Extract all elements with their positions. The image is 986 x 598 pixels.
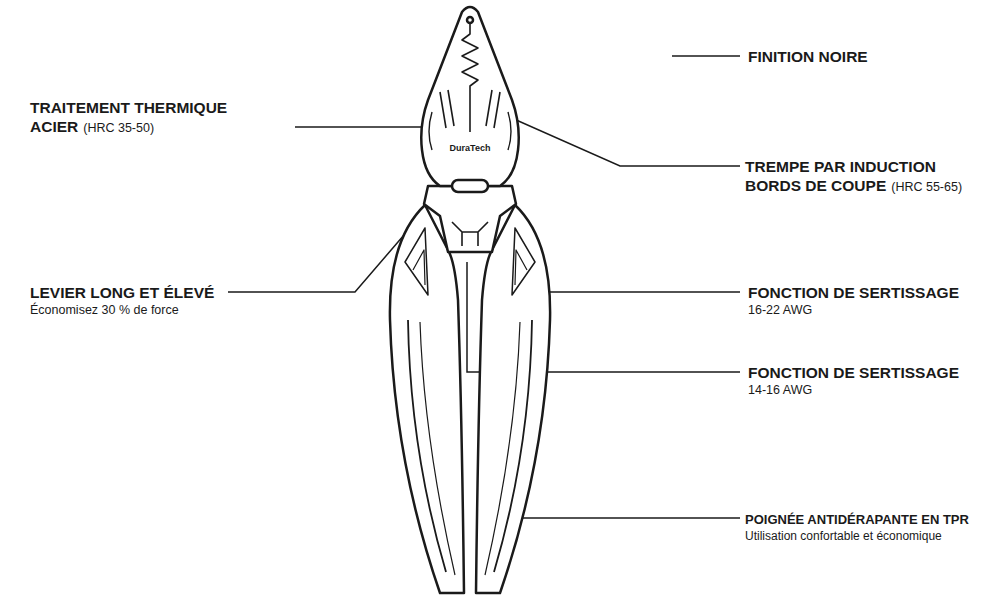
brand-logo: DuraTech	[450, 143, 491, 153]
callout-label: FINITION NOIRE	[748, 47, 868, 66]
callout-label: LEVIER LONG ET ÉLEVÉÉconomisez 30 % de f…	[30, 283, 214, 319]
callout-label: POIGNÉE ANTIDÉRAPANTE EN TPRUtilisation …	[745, 509, 969, 545]
feature-title: FONCTION DE SERTISSAGE	[748, 284, 959, 301]
jaw-head	[421, 7, 519, 186]
grip-inlay	[485, 322, 520, 575]
leader-line	[295, 126, 440, 128]
jaw-serration	[462, 24, 478, 132]
left-handle	[390, 205, 464, 593]
grip-inlay	[408, 320, 446, 572]
feature-title: FONCTION DE SERTISSAGE	[748, 364, 959, 381]
grip-mark	[405, 228, 428, 295]
tip-hole	[467, 17, 473, 23]
grip-inlay	[494, 320, 532, 572]
handle-outline	[390, 205, 464, 593]
jaw-groove	[440, 90, 500, 128]
leader-line	[498, 112, 740, 166]
leader-line	[672, 55, 740, 57]
grip-mark	[413, 250, 425, 285]
wire-gauge: 16-22 AWG	[748, 302, 959, 319]
callout-label: DuraTech	[450, 136, 491, 157]
wire-gauge: 14-16 AWG	[748, 382, 959, 399]
crimp-section	[424, 186, 516, 252]
hardness-spec: (HRC 35-50)	[83, 121, 154, 135]
callout-label: FONCTION DE SERTISSAGE14-16 AWG	[748, 363, 959, 399]
crimp-notch	[452, 222, 488, 246]
hardness-spec: (HRC 55-65)	[891, 180, 962, 194]
grip-inlay	[420, 322, 455, 575]
handle-outline	[476, 205, 550, 593]
pivot-slot	[452, 180, 488, 192]
leader-line	[522, 517, 740, 519]
grip-mark	[515, 250, 527, 285]
feature-title: POIGNÉE ANTIDÉRAPANTE EN TPR	[745, 512, 969, 527]
callout-label: TREMPE PAR INDUCTION BORDS DE COUPE(HRC …	[745, 157, 980, 196]
callout-label: TRAITEMENT THERMIQUE ACIER(HRC 35-50)	[30, 98, 245, 137]
callout-label: FONCTION DE SERTISSAGE16-22 AWG	[748, 283, 959, 319]
grip-mark	[512, 228, 535, 295]
right-handle	[476, 205, 550, 593]
pliers	[390, 7, 550, 593]
feature-note: Économisez 30 % de force	[30, 302, 214, 319]
feature-note: Utilisation confortable et économique	[745, 528, 969, 545]
feature-title: LEVIER LONG ET ÉLEVÉ	[30, 284, 214, 301]
feature-title: FINITION NOIRE	[748, 48, 868, 65]
